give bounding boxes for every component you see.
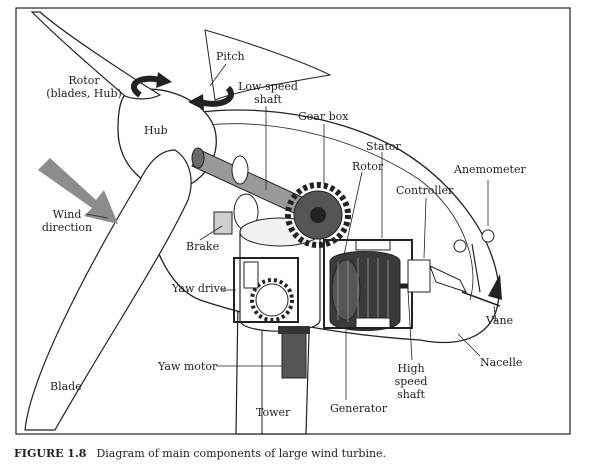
label-hub: Hub bbox=[144, 124, 168, 137]
label-rotor-hub: Rotor (blades, Hub) bbox=[46, 74, 122, 100]
figure-caption: FIGURE 1.8 Diagram of main components of … bbox=[14, 447, 386, 460]
label-anemometer: Anemometer bbox=[454, 163, 526, 176]
label-rotor: Rotor bbox=[352, 160, 384, 173]
pitch-arrows-icon bbox=[131, 72, 234, 110]
caption-number: FIGURE 1.8 bbox=[14, 447, 87, 460]
label-vane: Vane bbox=[486, 314, 514, 327]
gear-icon bbox=[285, 182, 351, 248]
label-tower: Tower bbox=[256, 406, 291, 419]
label-yaw-motor: Yaw motor bbox=[158, 360, 218, 373]
label-brake: Brake bbox=[186, 240, 220, 253]
label-blade: Blade bbox=[50, 380, 82, 393]
caption-text: Diagram of main components of large wind… bbox=[96, 447, 387, 460]
label-controller: Controller bbox=[396, 184, 454, 197]
label-generator: Generator bbox=[330, 402, 388, 415]
leader-lines bbox=[85, 63, 497, 400]
controller-shape bbox=[407, 259, 467, 293]
label-stator: Stator bbox=[366, 140, 401, 153]
label-pitch: Pitch bbox=[216, 50, 245, 63]
wind-arrow-icon bbox=[38, 158, 118, 224]
label-high-speed-shaft: High speed shaft bbox=[394, 362, 428, 401]
anemometer-icon bbox=[453, 229, 501, 307]
blade-shapes bbox=[24, 11, 332, 431]
yaw-motor-shape bbox=[278, 326, 310, 379]
label-gear-box: Gear box bbox=[298, 110, 349, 123]
label-yaw-drive: Yaw drive bbox=[172, 282, 227, 295]
label-nacelle: Nacelle bbox=[480, 356, 523, 369]
yaw-gear-icon bbox=[243, 261, 294, 322]
label-wind-direction: Wind direction bbox=[41, 208, 93, 234]
vane-icon bbox=[488, 274, 502, 300]
label-low-speed-shaft: Low-speed shaft bbox=[238, 80, 298, 106]
